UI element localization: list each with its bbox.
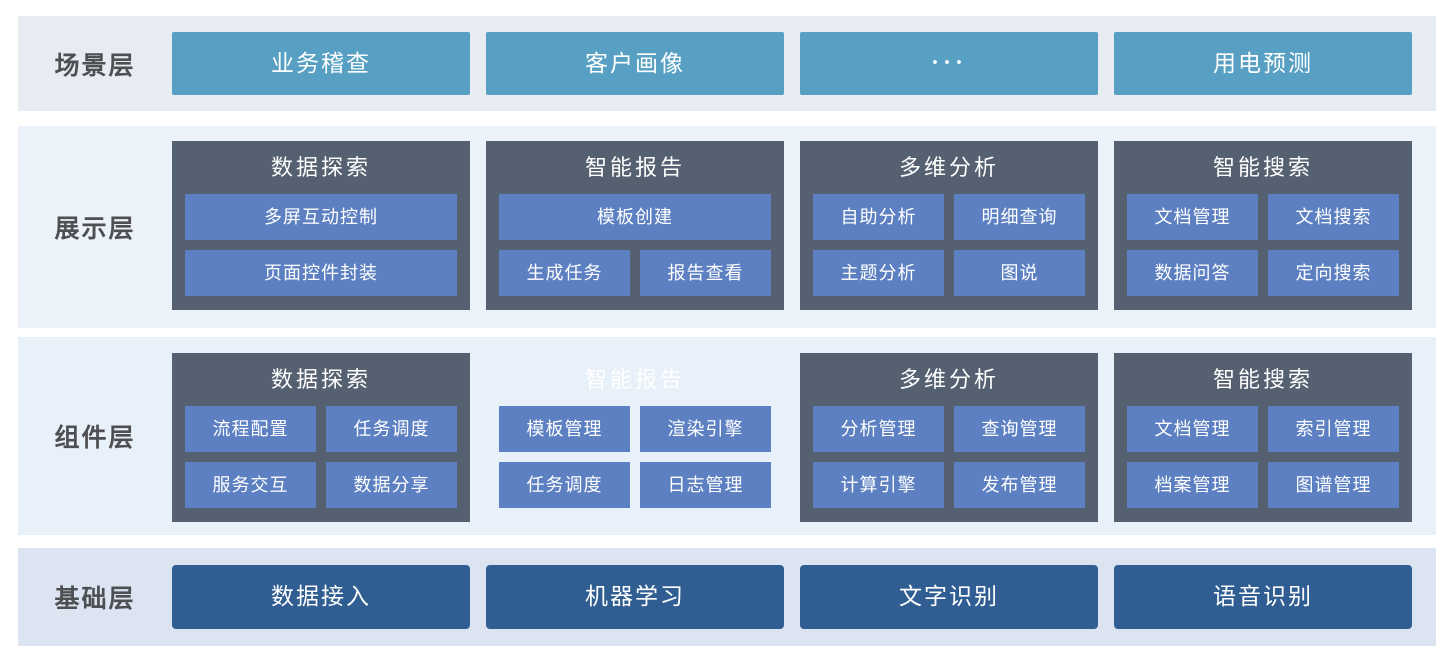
sub-box: 日志管理 (640, 462, 771, 508)
sub-box: 查询管理 (954, 406, 1085, 452)
group-title: 智能报告 (584, 155, 685, 180)
group-title: 智能搜索 (1212, 367, 1313, 392)
sub-box: 数据问答 (1127, 250, 1258, 296)
group-component-smart-report: 智能报告 模板管理 渲染引擎 任务调度 日志管理 (486, 353, 784, 522)
band-component-layer: 组件层 数据探索 流程配置 任务调度 服务交互 数据分享 智能报告 模板管理 渲… (18, 337, 1436, 535)
group-display-smart-search: 智能搜索 文档管理 文档搜索 数据问答 定向搜索 (1114, 141, 1412, 310)
group-component-multidim-analysis: 多维分析 分析管理 查询管理 计算引擎 发布管理 (800, 353, 1098, 522)
scene-box-customer-profile: 客户画像 (486, 32, 784, 95)
sub-box: 定向搜索 (1268, 250, 1399, 296)
sub-box: 档案管理 (1127, 462, 1258, 508)
sub-box: 索引管理 (1268, 406, 1399, 452)
layer-label-scene: 场景层 (54, 51, 136, 80)
sub-box: 分析管理 (813, 406, 944, 452)
sub-box: 文档管理 (1127, 194, 1258, 240)
sub-box: 数据分享 (326, 462, 457, 508)
sub-box: 页面控件封装 (185, 250, 457, 296)
sub-box: 明细查询 (954, 194, 1085, 240)
group-display-smart-report: 智能报告 模板创建 生成任务 报告查看 (486, 141, 784, 310)
group-component-data-exploration: 数据探索 流程配置 任务调度 服务交互 数据分享 (172, 353, 470, 522)
layer-label-display: 展示层 (54, 215, 136, 243)
sub-box: 主题分析 (813, 250, 944, 296)
sub-box: 文档管理 (1127, 406, 1258, 452)
foundation-box-text-recognition: 文字识别 (800, 565, 1098, 629)
group-display-data-exploration: 数据探索 多屏互动控制 页面控件封装 (172, 141, 470, 310)
sub-box: 模板创建 (499, 194, 771, 240)
group-title: 数据探索 (270, 155, 371, 180)
sub-box: 任务调度 (499, 462, 630, 508)
sub-box: 图谱管理 (1268, 462, 1399, 508)
layer-label-component: 组件层 (54, 424, 136, 452)
scene-box-power-forecast: 用电预测 (1114, 32, 1412, 95)
sub-box: 模板管理 (499, 406, 630, 452)
sub-box: 计算引擎 (813, 462, 944, 508)
sub-box: 流程配置 (185, 406, 316, 452)
group-title: 多维分析 (898, 155, 999, 180)
sub-box: 任务调度 (326, 406, 457, 452)
foundation-box-speech-recognition: 语音识别 (1114, 565, 1412, 629)
band-foundation-layer: 基础层 数据接入 机器学习 文字识别 语音识别 (18, 548, 1436, 646)
sub-box: 发布管理 (954, 462, 1085, 508)
sub-box: 自助分析 (813, 194, 944, 240)
foundation-box-data-access: 数据接入 (172, 565, 470, 629)
sub-box: 服务交互 (185, 462, 316, 508)
foundation-box-machine-learning: 机器学习 (486, 565, 784, 629)
group-title: 多维分析 (898, 367, 999, 392)
layer-label-foundation: 基础层 (54, 585, 136, 613)
group-component-smart-search: 智能搜索 文档管理 索引管理 档案管理 图谱管理 (1114, 353, 1412, 522)
group-title: 智能搜索 (1212, 155, 1313, 180)
sub-box: 生成任务 (499, 250, 630, 296)
group-title: 数据探索 (270, 367, 371, 392)
sub-box: 多屏互动控制 (185, 194, 457, 240)
group-title-faint: 智能报告 (584, 367, 685, 392)
sub-box: 文档搜索 (1268, 194, 1399, 240)
group-display-multidim-analysis: 多维分析 自助分析 明细查询 主题分析 图说 (800, 141, 1098, 310)
scene-box-business-audit: 业务稽查 (172, 32, 470, 95)
sub-box: 图说 (954, 250, 1085, 296)
band-display-layer: 展示层 数据探索 多屏互动控制 页面控件封装 智能报告 模板创建 生成任务 报告… (18, 126, 1436, 328)
sub-box: 报告查看 (640, 250, 771, 296)
sub-box: 渲染引擎 (640, 406, 771, 452)
scene-box-more-ellipsis: ··· (800, 32, 1098, 95)
band-scene-layer: 场景层 业务稽查 客户画像 ··· 用电预测 (18, 16, 1436, 111)
